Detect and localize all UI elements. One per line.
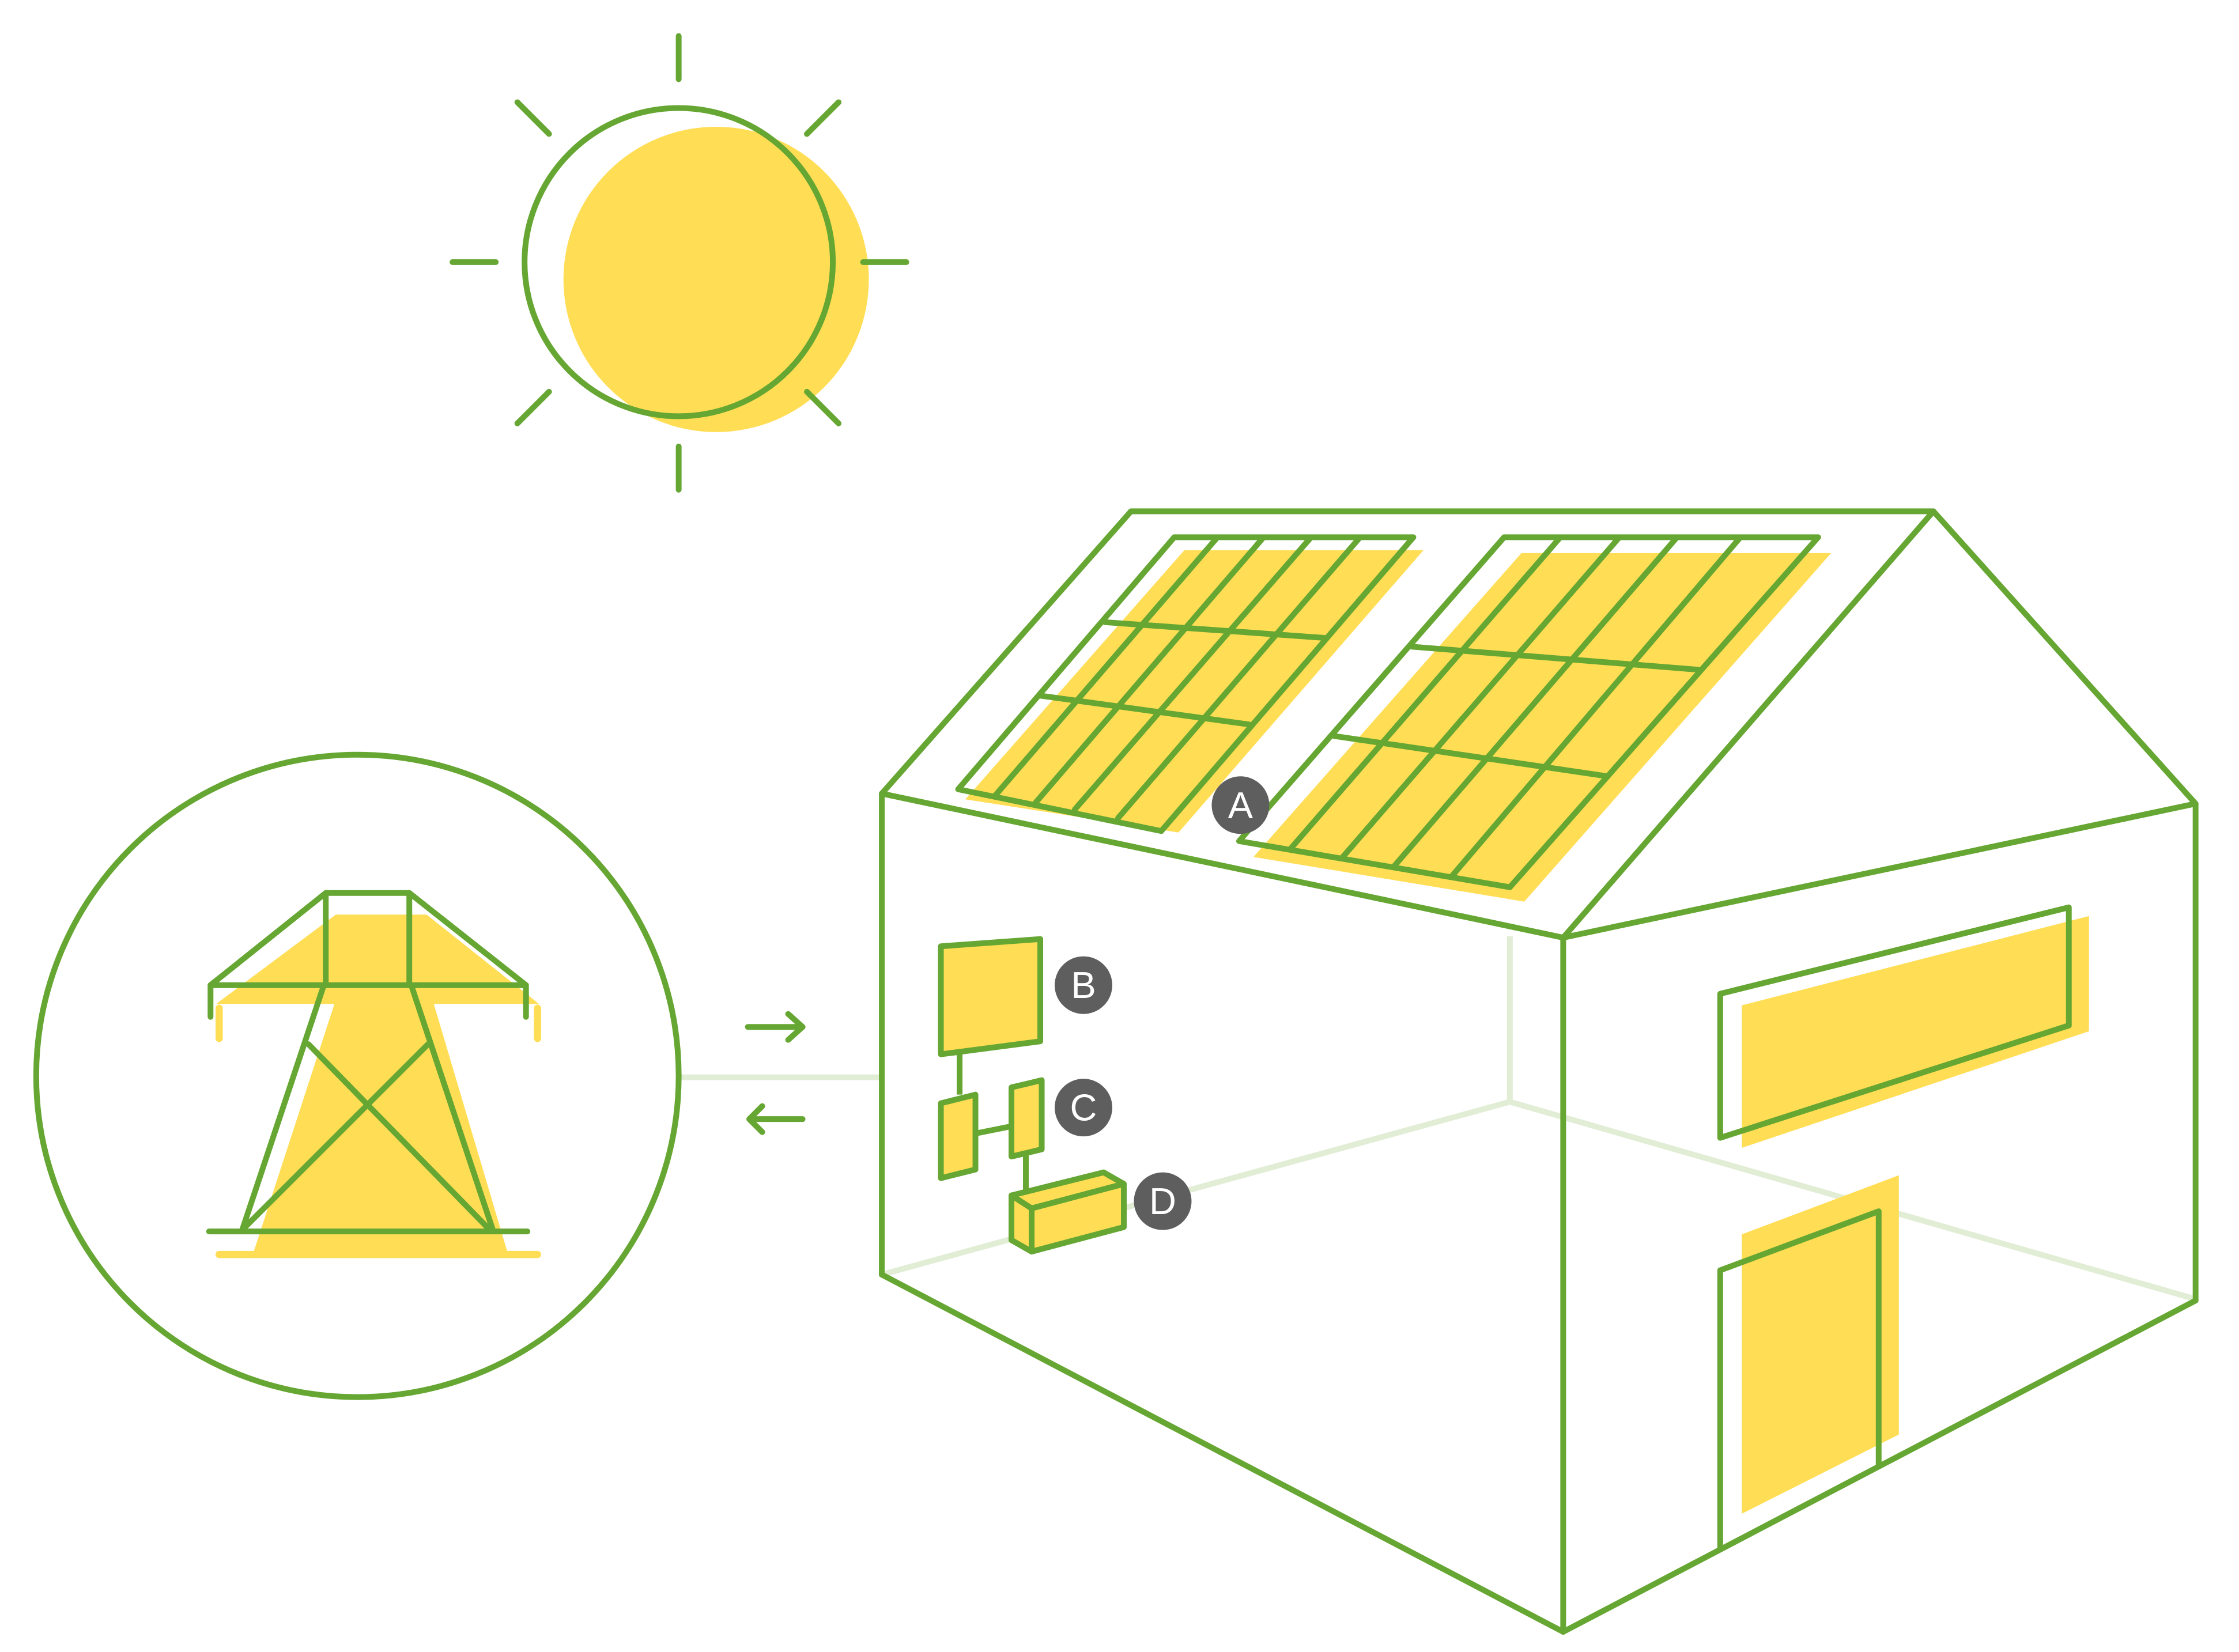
- solar-panel-left-fill: [965, 550, 1424, 833]
- grid-connection: [33, 751, 882, 1400]
- sun-fill: [563, 126, 869, 432]
- sun-outline: [522, 105, 836, 419]
- window-fill: [1742, 916, 2089, 1148]
- window: [1717, 904, 2072, 1141]
- pylon-outline: [206, 890, 531, 1235]
- sun-icon: [450, 33, 909, 493]
- solar-panel-left: [955, 534, 1417, 834]
- label-badge-d: [1134, 1172, 1192, 1230]
- label-badge-b: [1055, 956, 1113, 1014]
- component-c-left: [938, 1091, 979, 1181]
- component-b: [938, 936, 1044, 1057]
- door-fill: [1742, 1175, 1899, 1514]
- badge-d-text: D: [1149, 1180, 1176, 1222]
- connector-c-pair: [975, 1123, 1013, 1137]
- arrow-right-icon: [745, 1011, 806, 1043]
- badge-c-text: C: [1070, 1087, 1097, 1129]
- badge-a-text: A: [1228, 784, 1253, 826]
- solar-panel-right-fill: [1253, 553, 1832, 902]
- house: A: [879, 508, 2199, 1635]
- label-badge-a: A: [1211, 776, 1270, 834]
- sun-rays: [450, 33, 909, 493]
- badge-c-circle: [1055, 1079, 1113, 1137]
- arrow-left-icon: [746, 1103, 806, 1135]
- power-pylon-icon: [206, 890, 541, 1258]
- label-badge-c: [1055, 1079, 1113, 1137]
- pylon-fill-top: [216, 914, 539, 1004]
- inverter-equipment: [938, 936, 1127, 1255]
- badge-a-circle: [1211, 776, 1270, 834]
- grid-circle: [33, 751, 682, 1400]
- pylon-fill-body: [254, 1004, 508, 1252]
- badge-b-circle: [1055, 956, 1113, 1014]
- component-c-right: [1009, 1077, 1045, 1160]
- solar-panel-right: [1236, 534, 1821, 890]
- badge-b-text: B: [1071, 964, 1096, 1006]
- badge-d-circle: [1134, 1172, 1192, 1230]
- component-d: [1009, 1169, 1127, 1255]
- door: [1717, 1208, 1882, 1550]
